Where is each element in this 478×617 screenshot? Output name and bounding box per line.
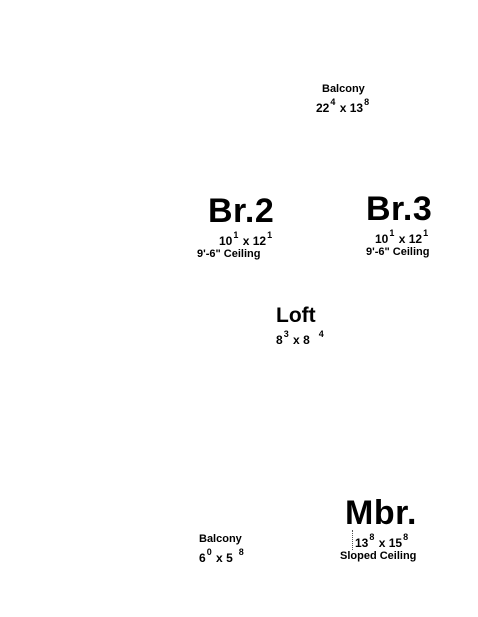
room-br3: Br.3 101 x 121 9'-6" Ceiling [366,192,432,259]
room-ceiling-note: 9'-6" Ceiling [366,246,430,258]
room-name: Loft [276,304,316,327]
room-balcony-top: Balcony 224 x 138 [316,83,370,115]
room-ceiling-note: Sloped Ceiling [340,550,417,562]
room-dimensions: 224 x 138 [316,97,370,115]
room-br2: Br.2 101 x 121 9'-6" Ceiling [197,192,275,261]
room-dimensions: 138 x 158 [352,530,417,550]
room-name: Br.3 [366,190,433,228]
room-name: Balcony [199,533,242,545]
room-dimensions: 101 x 121 [219,230,273,248]
room-name: Mbr. [345,494,417,532]
room-ceiling-note: 9'-6" Ceiling [197,248,261,260]
room-name: Balcony [322,83,365,95]
room-mbr: Mbr. 138 x 158 Sloped Ceiling [340,494,417,563]
room-dimensions: 101 x 121 [375,228,429,246]
room-name: Br.2 [208,192,275,230]
